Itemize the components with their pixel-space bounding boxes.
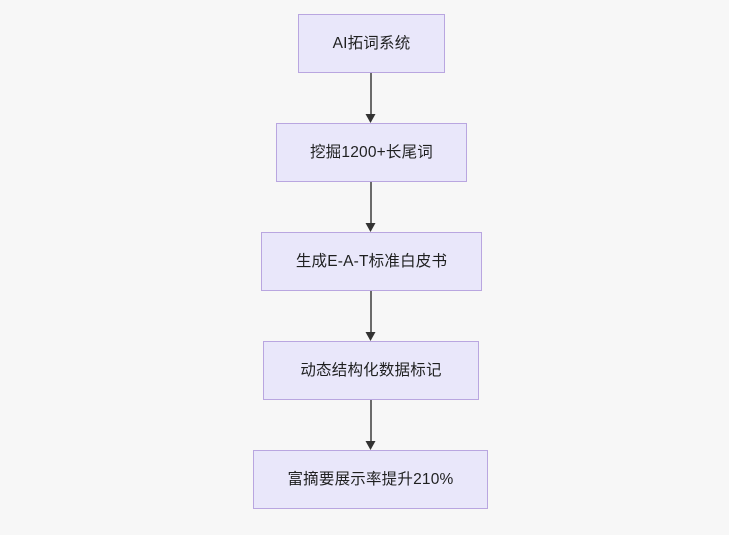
flowchart-node-5[interactable]: 富摘要展示率提升210% — [253, 450, 488, 509]
arrowhead-down-icon — [365, 441, 376, 450]
arrowhead-down-icon — [365, 332, 376, 341]
connector-line — [370, 73, 372, 114]
connector-line — [370, 291, 372, 332]
flowchart-node-4[interactable]: 动态结构化数据标记 — [263, 341, 479, 400]
connector-line — [370, 182, 372, 223]
flowchart-node-2[interactable]: 挖掘1200+长尾词 — [276, 123, 467, 182]
connector-line — [370, 400, 372, 441]
flowchart-node-label: 生成E-A-T标准白皮书 — [295, 252, 448, 270]
flowchart-node-label: AI拓词系统 — [332, 34, 411, 52]
arrowhead-down-icon — [365, 114, 376, 123]
flowchart-node-label: 富摘要展示率提升210% — [287, 470, 454, 488]
arrowhead-down-icon — [365, 223, 376, 232]
flowchart-node-3[interactable]: 生成E-A-T标准白皮书 — [261, 232, 482, 291]
flowchart-node-label: 动态结构化数据标记 — [300, 361, 442, 379]
flowchart-node-1[interactable]: AI拓词系统 — [298, 14, 445, 73]
flowchart-node-label: 挖掘1200+长尾词 — [309, 143, 434, 161]
